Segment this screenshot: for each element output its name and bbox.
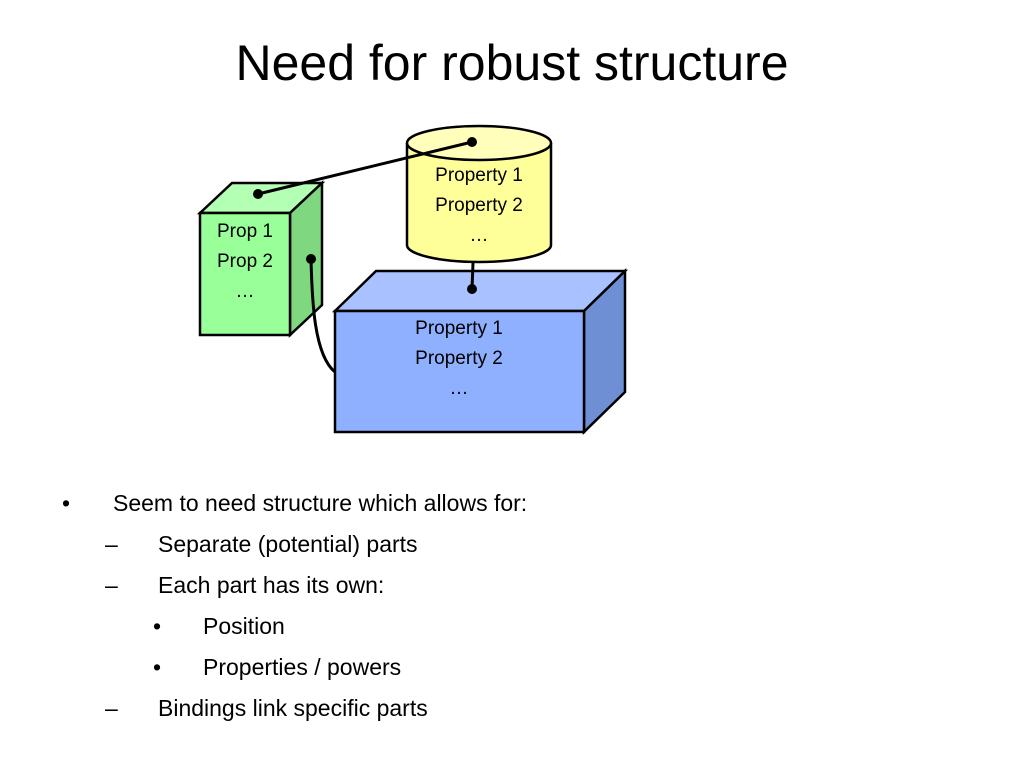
blue-box-line-2: Property 2 (415, 348, 503, 369)
blue-box-line-3: … (450, 378, 469, 399)
green-box-line-3: … (236, 281, 255, 302)
blue-part-box: Property 1 Property 2 … (331, 268, 629, 435)
blue-box-front (333, 309, 586, 434)
slide-title: Need for robust structure (235, 35, 789, 91)
cylinder-line-2: Property 2 (435, 195, 523, 216)
binding-green-to-cylinder (257, 140, 473, 196)
green-part-box: Prop 1 Prop 2 … (196, 180, 326, 338)
cylinder-top (405, 124, 553, 162)
green-box-line-1: Prop 1 (217, 221, 273, 242)
blue-box-top (331, 269, 629, 313)
binding-dot-green-top (253, 189, 263, 199)
yellow-cylinder: Property 1 Property 2 … (405, 124, 553, 264)
green-box-front (198, 211, 292, 337)
cylinder-body (405, 143, 553, 264)
binding-dot-cylinder-top (467, 137, 477, 147)
blue-box-line-1: Property 1 (415, 318, 503, 339)
green-box-line-2: Prop 2 (217, 251, 273, 272)
binding-dot-blue-top (467, 284, 477, 294)
cylinder-line-3: … (470, 225, 489, 246)
binding-dot-green-side (306, 254, 316, 264)
cylinder-line-1: Property 1 (435, 165, 523, 186)
binding-green-to-blue (309, 258, 337, 374)
bindings (253, 137, 477, 374)
